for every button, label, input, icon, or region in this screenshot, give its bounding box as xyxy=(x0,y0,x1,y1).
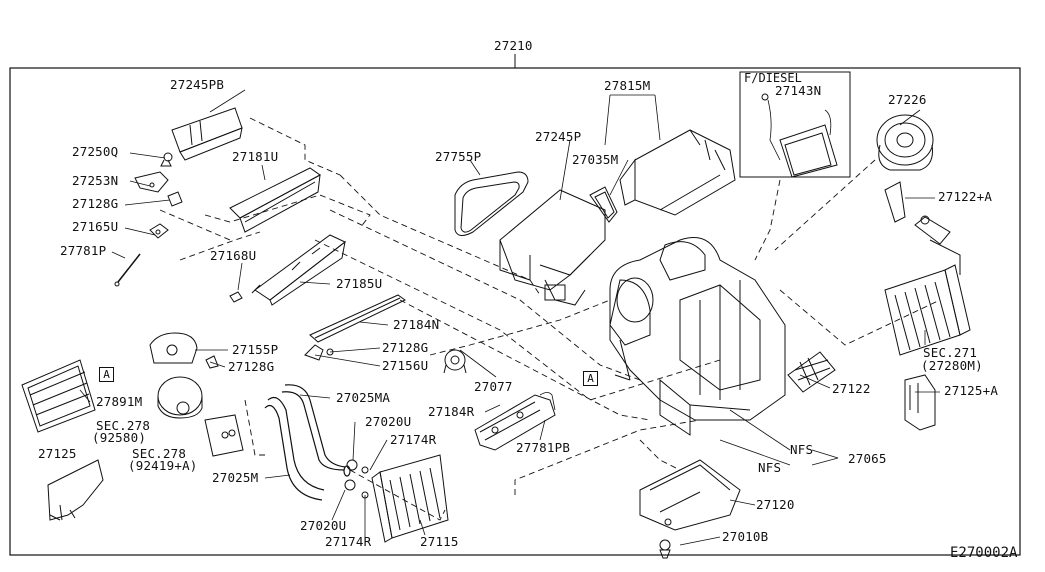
label-27115: 27115 xyxy=(420,534,459,549)
part-27184R-shape xyxy=(474,392,556,451)
label-27165U: 27165U xyxy=(72,219,119,234)
label-27125: 27125 xyxy=(38,446,77,461)
label-27245P: 27245P xyxy=(535,129,582,144)
part-27065-main-unit-shape xyxy=(609,237,786,436)
ref-marker-left: A xyxy=(99,367,114,382)
label-27891M: 27891M xyxy=(96,394,143,409)
label-27250Q: 27250Q xyxy=(72,144,119,159)
label-27065: 27065 xyxy=(848,451,887,466)
label-27143N: 27143N xyxy=(775,83,822,98)
label-nfs-b: NFS xyxy=(758,460,782,475)
label-sec278b: SEC.278 xyxy=(132,446,187,461)
diagram-code: E270002A xyxy=(950,545,1018,561)
label-27010B: 27010B xyxy=(722,529,769,544)
label-27128G-b: 27128G xyxy=(382,340,429,355)
label-27020U-a: 27020U xyxy=(365,414,412,429)
part-27035M-shape xyxy=(589,186,618,223)
part-27010B-shape xyxy=(659,539,671,559)
part-27125-shape xyxy=(47,459,104,521)
part-27245P-shape xyxy=(499,189,606,306)
part-27143N-shape xyxy=(761,93,838,178)
part-27156U-shape xyxy=(304,344,334,361)
part-27184N-shape xyxy=(309,294,406,343)
diesel-inset-box xyxy=(739,71,851,178)
assembly-dashed-lines xyxy=(159,117,941,521)
small-clips-left xyxy=(114,152,183,287)
ref-marker-center: A xyxy=(583,371,598,386)
diesel-title: F/DIESEL xyxy=(744,71,802,85)
label-nfs-a: NFS xyxy=(790,442,814,457)
label-sec271: SEC.271 xyxy=(923,345,978,360)
label-sec278a-sub: (92580) xyxy=(92,430,147,445)
label-27168U: 27168U xyxy=(210,248,257,263)
part-27181U-shape xyxy=(229,167,321,233)
part-27122A-shape xyxy=(884,181,951,245)
part-sec278-blower-shape xyxy=(157,376,244,457)
label-27025MA: 27025MA xyxy=(336,390,391,405)
label-27815M: 27815M xyxy=(604,78,651,93)
label-27122: 27122 xyxy=(832,381,871,396)
part-27245PB-shape xyxy=(171,107,243,161)
label-27128G-a: 27128G xyxy=(72,196,119,211)
label-27226: 27226 xyxy=(888,92,927,107)
label-27174R-b: 27174R xyxy=(325,534,372,549)
part-27891M-shape xyxy=(21,359,96,433)
label-27077: 27077 xyxy=(474,379,513,394)
label-27156U: 27156U xyxy=(382,358,429,373)
label-27128G-c: 27128G xyxy=(228,359,275,374)
label-27185U: 27185U xyxy=(336,276,383,291)
label-sec278b-sub: (92419+A) xyxy=(128,458,198,473)
label-27025M: 27025M xyxy=(212,470,259,485)
leader-lines xyxy=(79,89,940,546)
label-27184R: 27184R xyxy=(428,404,475,419)
label-27174R-a: 27174R xyxy=(390,432,437,447)
label-27210: 27210 xyxy=(494,38,533,53)
part-hoses-shape xyxy=(264,384,351,501)
part-27125A-shape xyxy=(904,374,936,431)
label-27120: 27120 xyxy=(756,497,795,512)
label-27245PB: 27245PB xyxy=(170,77,225,92)
label-27781P: 27781P xyxy=(60,243,107,258)
label-27155P: 27155P xyxy=(232,342,279,357)
label-27253N: 27253N xyxy=(72,173,119,188)
part-27155P-shape xyxy=(149,332,219,369)
label-27755P: 27755P xyxy=(435,149,482,164)
part-27226-shape xyxy=(876,114,934,171)
label-27035M: 27035M xyxy=(572,152,619,167)
part-27077-shape xyxy=(443,349,467,374)
label-27184N: 27184N xyxy=(393,317,440,332)
part-27115-heater-core-shape xyxy=(371,454,449,543)
label-27781PB: 27781PB xyxy=(516,440,571,455)
part-27120-shape xyxy=(639,459,741,531)
part-27815M-shape xyxy=(619,129,736,216)
part-27122-shape xyxy=(787,351,836,393)
part-sec271-evaporator-shape xyxy=(884,239,971,356)
label-sec278a: SEC.278 xyxy=(96,418,151,433)
part-27755P-shape xyxy=(454,171,529,236)
part-27185U-shape xyxy=(229,234,346,306)
label-27122A: 27122+A xyxy=(938,189,993,204)
label-27181U: 27181U xyxy=(232,149,279,164)
label-27125A: 27125+A xyxy=(944,383,999,398)
part-clamps-shape xyxy=(344,459,369,499)
label-27020U-b: 27020U xyxy=(300,518,347,533)
label-sec271-sub: (27280M) xyxy=(921,358,983,373)
